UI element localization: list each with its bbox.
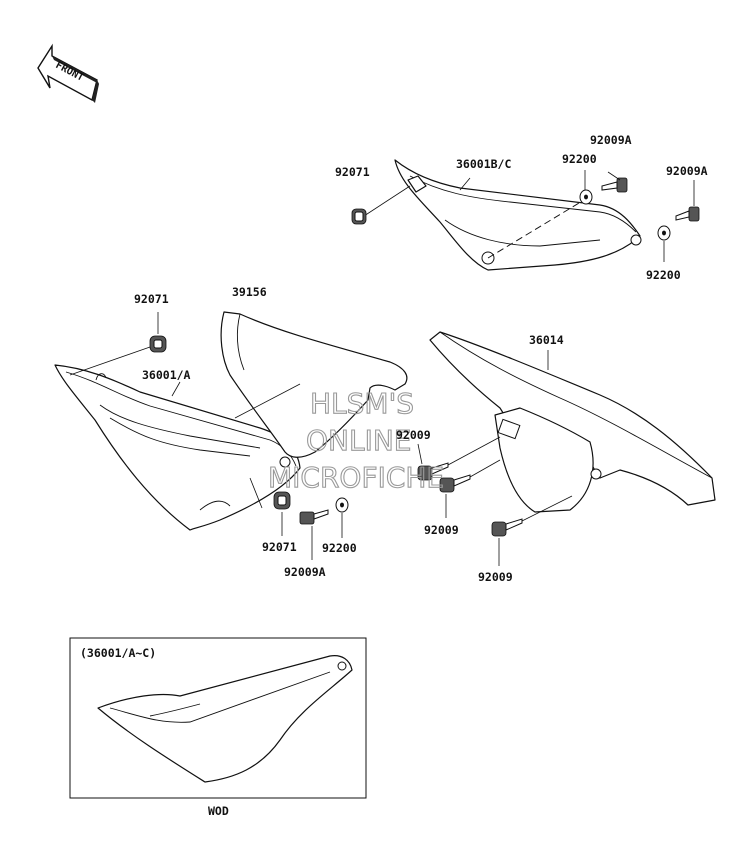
label-36014: 36014 xyxy=(529,333,564,347)
label-92009-low2: 92009 xyxy=(478,570,513,584)
label-39156: 39156 xyxy=(232,285,267,299)
label-92009-low1: 92009 xyxy=(424,523,459,537)
watermark-line2: ONLINE xyxy=(306,424,411,457)
label-92009a-top: 92009A xyxy=(590,133,632,147)
bolt-92009a-top xyxy=(601,177,628,193)
watermark-line3: MICROFICHE xyxy=(268,461,444,494)
front-arrow-icon: FRONT xyxy=(37,43,99,103)
label-36001bc: 36001B/C xyxy=(456,157,511,171)
grommet-92071-low xyxy=(273,491,291,510)
label-92200-right: 92200 xyxy=(646,268,681,282)
label-92009-mid: 92009 xyxy=(396,428,431,442)
chain-cover-36014 xyxy=(429,331,716,513)
label-92009a-low: 92009A xyxy=(284,565,326,579)
watermark-line1: HLSM'S xyxy=(310,387,414,420)
washer-92200-top xyxy=(579,189,593,205)
side-cover-36001bc xyxy=(394,159,642,271)
grommet-92071-top xyxy=(351,208,367,225)
bracket-39156 xyxy=(220,311,408,458)
grommet-92071-left xyxy=(149,335,167,353)
side-cover-36001a xyxy=(54,364,301,531)
label-36001a: 36001/A xyxy=(142,368,191,382)
label-92200-low: 92200 xyxy=(322,541,357,555)
washer-92200-low xyxy=(335,497,349,513)
inset-footer: WOD xyxy=(208,804,229,818)
label-92071-low: 92071 xyxy=(262,540,297,554)
bolt-92009-b xyxy=(439,474,471,493)
bolt-92009-a xyxy=(417,462,449,481)
washer-92200-right xyxy=(657,225,671,241)
label-92071-top: 92071 xyxy=(335,165,370,179)
bolt-92009-c xyxy=(491,518,523,537)
bolt-92009a-low xyxy=(299,509,329,525)
inset-caption: (36001/A~C) xyxy=(80,646,156,660)
label-92009a-right: 92009A xyxy=(666,164,708,178)
inset-panel xyxy=(69,637,367,799)
watermark: HLSM'S ONLINE MICROFICHE xyxy=(267,386,444,494)
bolt-92009a-right xyxy=(675,206,700,222)
label-92071-left: 92071 xyxy=(134,292,169,306)
label-92200-top: 92200 xyxy=(562,152,597,166)
